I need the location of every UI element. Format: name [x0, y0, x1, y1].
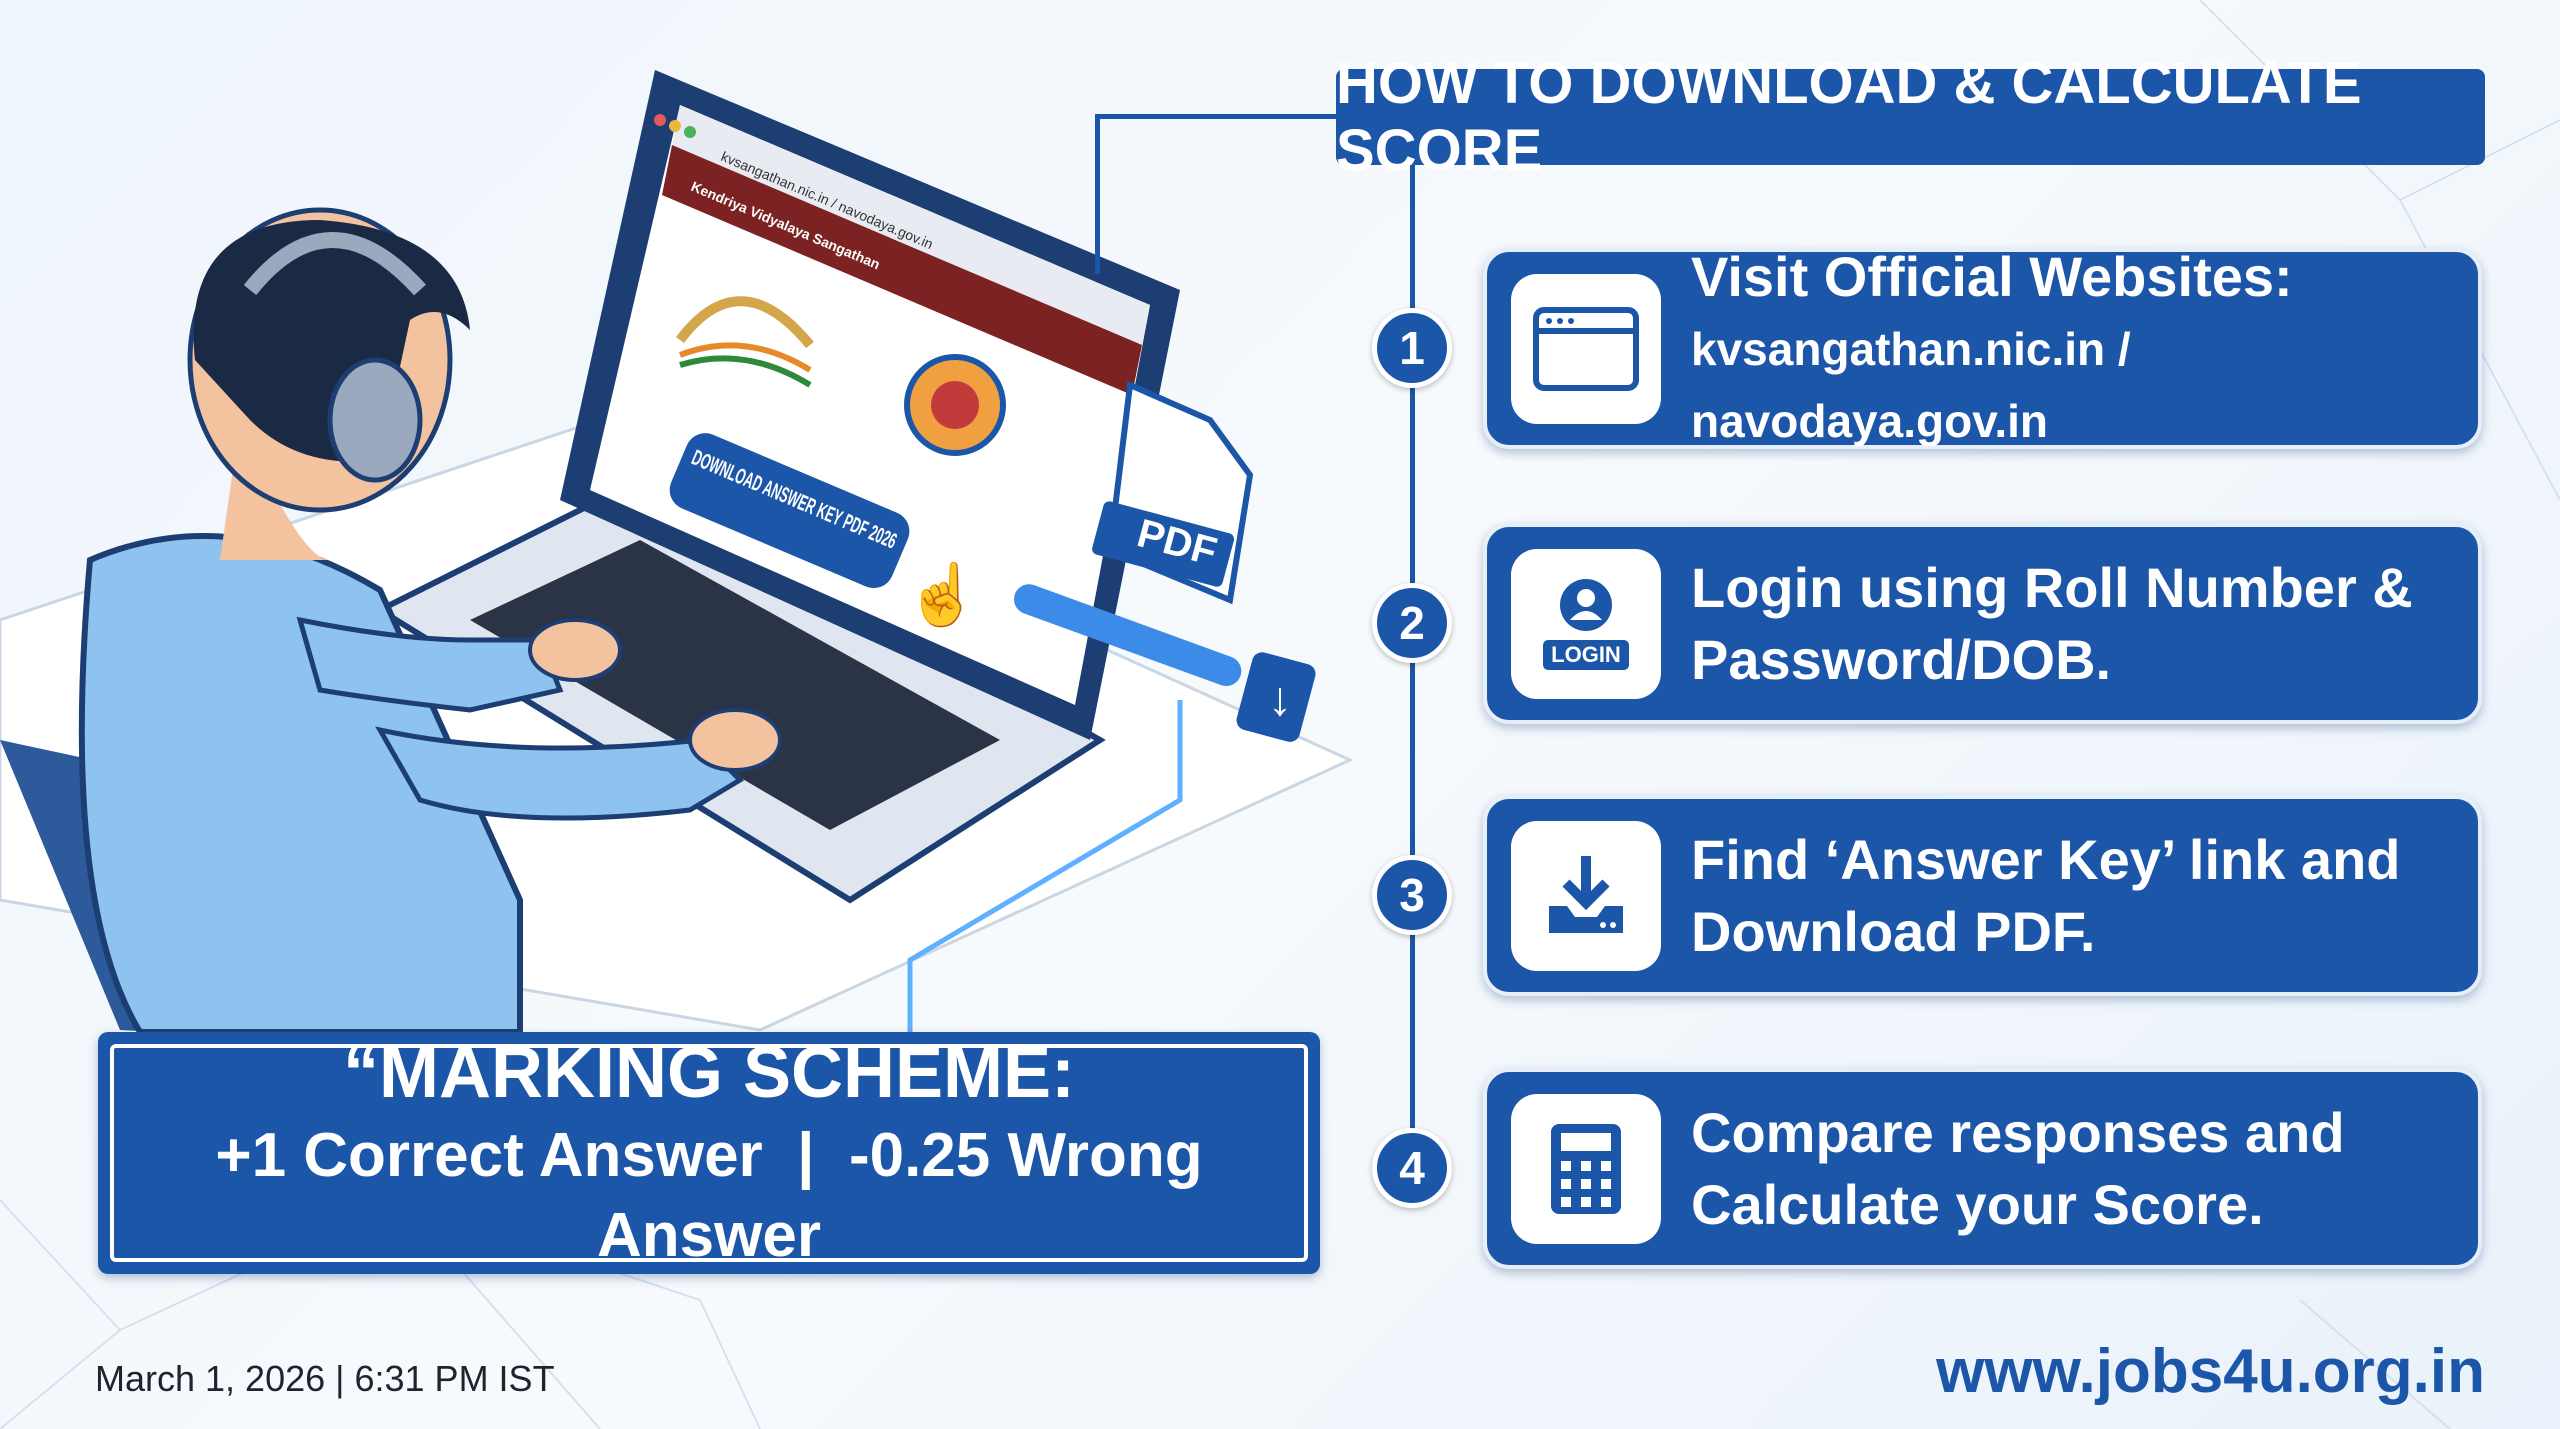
steps-timeline: [1410, 165, 1415, 1170]
step-2-line2: Password/DOB.: [1691, 627, 2112, 691]
student-person: [0, 207, 782, 1040]
pdf-file-icon: PDF: [1092, 380, 1254, 605]
user-login-icon: LOGIN: [1511, 548, 1661, 699]
step-4-line2: Calculate your Score.: [1691, 1172, 2264, 1236]
login-label: LOGIN: [1543, 639, 1629, 670]
browser-window-icon: [1511, 273, 1661, 424]
step-3-line2: Download PDF.: [1691, 899, 2096, 963]
connector-line-drop: [1095, 114, 1100, 274]
marking-scheme-box: “MARKING SCHEME: +1 Correct Answer | -0.…: [98, 1032, 1320, 1274]
marking-scheme-title: “MARKING SCHEME:: [343, 1033, 1075, 1113]
step-number-3: 3: [1372, 855, 1452, 935]
official-websites-link[interactable]: kvsangathan.nic.in / navodaya.gov.in: [1691, 322, 2131, 447]
website-link[interactable]: www.jobs4u.org.in: [1936, 1337, 2485, 1406]
calculator-icon: [1511, 1093, 1661, 1244]
headphones-icon: [327, 357, 423, 483]
connector-line-top: [1095, 114, 1338, 119]
download-icon: [1511, 820, 1661, 971]
page-title: HOW TO DOWNLOAD & CALCULATE SCORE: [1336, 51, 2485, 183]
separator: |: [797, 1121, 815, 1190]
timestamp: March 1, 2026 | 6:31 PM IST: [95, 1358, 555, 1399]
step-number-4: 4: [1372, 1128, 1452, 1208]
kvs-logo: [676, 296, 814, 388]
connector-line: [907, 700, 1183, 1032]
step-number-1: 1: [1372, 308, 1452, 388]
step-card-1: Visit Official Websites: kvsangathan.nic.…: [1483, 245, 2482, 449]
step-3-line1: Find ‘Answer Key’ link and: [1691, 827, 2401, 891]
hand-cursor-icon: ☝: [905, 558, 980, 630]
svg-text:↓: ↓: [1268, 673, 1292, 726]
download-progress-bar: [1013, 584, 1242, 687]
correct-answer-marks: +1 Correct Answer: [215, 1121, 763, 1190]
site-header-bar: [662, 145, 1142, 395]
step-1-title: Visit Official Websites:: [1691, 244, 2293, 308]
navodaya-logo: [904, 354, 1006, 456]
step-4-line1: Compare responses and: [1691, 1100, 2345, 1164]
step-card-2: LOGIN Login using Roll Number & Password/…: [1483, 523, 2482, 724]
step-number-2: 2: [1372, 583, 1452, 663]
download-arrow-icon: [1236, 652, 1316, 742]
wrong-answer-marks: -0.25 Wrong Answer: [597, 1121, 1203, 1270]
keyboard: [470, 540, 1000, 830]
step-2-line1: Login using Roll Number &: [1691, 555, 2413, 619]
